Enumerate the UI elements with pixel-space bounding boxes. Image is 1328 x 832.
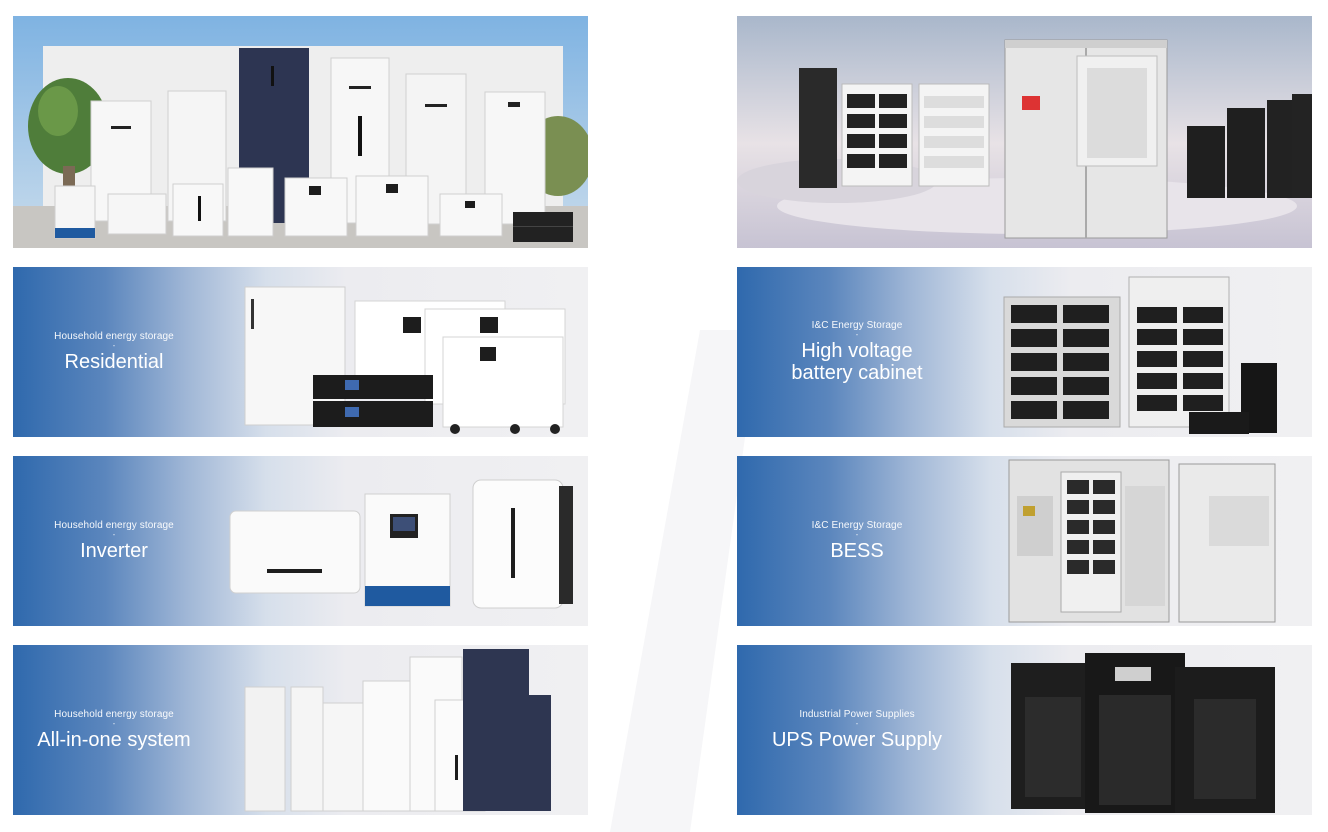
card-category: Household energy storage <box>54 520 174 531</box>
card-separator: - <box>112 530 116 539</box>
card-title: Inverter <box>80 540 148 562</box>
commercial-products-photo <box>737 16 1312 248</box>
bess-cabinet-image <box>1008 459 1276 623</box>
all-in-one-system-image <box>244 649 551 812</box>
card-all-in-one-system[interactable]: Household energy storage - All-in-one sy… <box>13 645 588 815</box>
card-category: Household energy storage <box>54 709 174 720</box>
card-category: Industrial Power Supplies <box>799 709 915 720</box>
card-category: I&C Energy Storage <box>811 320 903 331</box>
card-category: I&C Energy Storage <box>811 520 903 531</box>
inverter-image <box>229 479 573 609</box>
card-separator: - <box>855 719 859 728</box>
card-label: Household energy storage - Residential <box>13 267 215 437</box>
card-separator: - <box>112 341 116 350</box>
residential-hero-image[interactable] <box>13 16 588 248</box>
card-inverter[interactable]: Household energy storage - Inverter <box>13 456 588 626</box>
card-label: I&C Energy Storage - High voltage batter… <box>737 267 977 437</box>
residential-battery-image <box>244 286 566 434</box>
card-label: I&C Energy Storage - BESS <box>737 456 977 626</box>
card-title: All-in-one system <box>37 729 191 751</box>
commercial-column: I&C Energy Storage - High voltage batter… <box>737 16 1312 815</box>
card-title: BESS <box>830 540 884 562</box>
card-title: High voltage battery cabinet <box>791 340 923 384</box>
card-separator: - <box>112 719 116 728</box>
high-voltage-battery-cabinet-image <box>1003 276 1277 434</box>
card-label: Household energy storage - Inverter <box>13 456 215 626</box>
card-bess[interactable]: I&C Energy Storage - BESS <box>737 456 1312 626</box>
residential-products-photo <box>13 16 588 248</box>
card-title: Residential <box>64 351 164 373</box>
card-ups-power-supply[interactable]: Industrial Power Supplies - UPS Power Su… <box>737 645 1312 815</box>
ups-power-supply-image <box>1011 653 1275 813</box>
card-category: Household energy storage <box>54 331 174 342</box>
card-high-voltage-battery-cabinet[interactable]: I&C Energy Storage - High voltage batter… <box>737 267 1312 437</box>
card-separator: - <box>855 330 859 339</box>
commercial-hero-image[interactable] <box>737 16 1312 248</box>
residential-column: Household energy storage - Residential H… <box>13 16 588 815</box>
card-separator: - <box>855 530 859 539</box>
card-label: Industrial Power Supplies - UPS Power Su… <box>737 645 977 815</box>
card-residential[interactable]: Household energy storage - Residential <box>13 267 588 437</box>
card-title: UPS Power Supply <box>771 729 943 751</box>
card-label: Household energy storage - All-in-one sy… <box>13 645 215 815</box>
